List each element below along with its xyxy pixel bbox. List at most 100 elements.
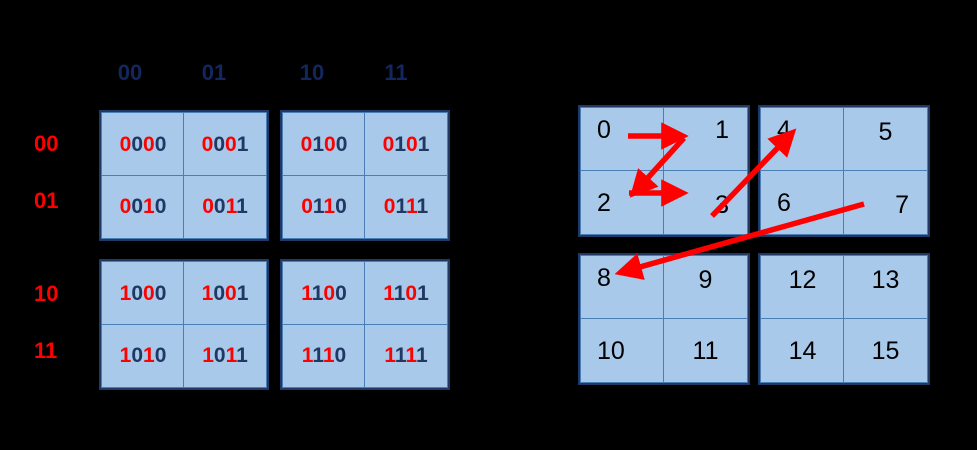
binary-digit: 1: [394, 344, 406, 368]
index-block-top-right: 4 5 6 7: [758, 105, 930, 237]
binary-cell[interactable]: 1011: [183, 323, 267, 388]
index-cell[interactable]: 0: [580, 107, 665, 172]
binary-digit: 0: [154, 281, 167, 305]
binary-digit: 0: [154, 195, 167, 219]
index-label-12: 12: [788, 266, 817, 294]
binary-digit: 1: [301, 281, 312, 305]
index-label-2: 2: [597, 189, 611, 217]
binary-digit: 1: [201, 281, 214, 305]
binary-cell[interactable]: 0010: [101, 174, 185, 239]
binary-code-1111: 1111: [384, 345, 427, 366]
binary-digit: 0: [300, 132, 313, 156]
index-cell[interactable]: 10: [580, 318, 665, 383]
binary-digit: 0: [213, 132, 225, 156]
binary-cell[interactable]: 0000: [101, 112, 185, 177]
binary-cell[interactable]: 1001: [183, 261, 267, 326]
binary-code-0110: 0110: [301, 196, 347, 217]
row-header-3: 11: [34, 338, 58, 363]
binary-digit: 0: [131, 281, 143, 305]
binary-code-1110: 1110: [302, 345, 346, 366]
binary-cell[interactable]: 1101: [364, 261, 448, 326]
binary-digit: 0: [335, 281, 347, 305]
binary-cell[interactable]: 0001: [183, 112, 267, 177]
binary-cell[interactable]: 0101: [364, 112, 448, 177]
binary-cell[interactable]: 1111: [364, 323, 448, 388]
binary-digit: 1: [405, 344, 416, 368]
index-label-6: 6: [777, 189, 791, 217]
binary-cell[interactable]: 0011: [183, 174, 267, 239]
binary-digit: 1: [312, 195, 324, 219]
index-block-bottom-left: 8 9 10 11: [578, 253, 750, 385]
binary-code-0100: 0100: [301, 134, 348, 155]
binary-digit: 0: [213, 195, 226, 219]
binary-digit: 1: [202, 344, 214, 368]
index-cell[interactable]: 1: [663, 107, 748, 172]
index-cell[interactable]: 12: [760, 255, 845, 320]
index-label-4: 4: [777, 116, 791, 144]
binary-cell[interactable]: 0100: [282, 112, 366, 177]
index-cell[interactable]: 6: [760, 170, 845, 235]
binary-digit: 0: [131, 344, 143, 368]
index-cell[interactable]: 3: [663, 170, 748, 235]
binary-digit: 0: [406, 132, 418, 156]
binary-code-0000: 0000: [120, 134, 167, 155]
binary-digit: 0: [225, 281, 237, 305]
binary-code-0011: 0011: [202, 196, 248, 217]
binary-digit: 1: [384, 344, 395, 368]
binary-digit: 1: [415, 344, 428, 368]
binary-digit: 1: [236, 281, 249, 305]
binary-digit: 0: [335, 195, 347, 219]
binary-code-0101: 0101: [383, 134, 430, 155]
binary-code-1100: 1100: [301, 283, 347, 304]
binary-digit: 1: [236, 132, 249, 156]
binary-digit: 0: [301, 195, 313, 219]
binary-digit: 0: [405, 281, 418, 305]
binary-digit: 1: [383, 281, 394, 305]
binary-cell[interactable]: 1100: [282, 261, 366, 326]
index-label-1: 1: [715, 116, 729, 144]
binary-digit: 0: [334, 344, 347, 368]
binary-code-1001: 1001: [202, 283, 249, 304]
binary-cell[interactable]: 1000: [101, 261, 185, 326]
binary-cell[interactable]: 1110: [282, 323, 366, 388]
index-label-0: 0: [597, 116, 611, 144]
row-header-1: 01: [34, 188, 59, 213]
index-cell[interactable]: 7: [843, 170, 928, 235]
binary-code-1011: 1011: [202, 345, 248, 366]
binary-code-1000: 1000: [120, 283, 167, 304]
index-cell[interactable]: 14: [760, 318, 845, 383]
binary-digit: 0: [213, 281, 225, 305]
binary-digit: 1: [236, 195, 248, 219]
index-cell[interactable]: 9: [663, 255, 748, 320]
binary-block-top-left: 0000 0001 0010 0011: [99, 110, 269, 241]
binary-code-1101: 1101: [383, 283, 429, 304]
binary-cell[interactable]: 1010: [101, 323, 185, 388]
index-label-7: 7: [895, 191, 909, 219]
binary-code-0001: 0001: [202, 134, 249, 155]
column-header-3: 11: [384, 60, 408, 85]
index-label-10: 10: [597, 337, 625, 365]
binary-digit: 0: [335, 132, 348, 156]
binary-code-0010: 0010: [120, 196, 167, 217]
index-label-8: 8: [597, 264, 611, 292]
binary-block-top-right: 0100 0101 0110 0111: [280, 110, 450, 241]
binary-digit: 1: [143, 344, 155, 368]
binary-cell[interactable]: 0110: [282, 174, 366, 239]
binary-digit: 0: [119, 195, 132, 219]
binary-digit: 1: [417, 281, 429, 305]
index-cell[interactable]: 4: [760, 107, 845, 172]
index-label-11: 11: [692, 337, 719, 365]
index-cell[interactable]: 5: [843, 107, 928, 172]
index-label-13: 13: [871, 266, 900, 294]
binary-code-1010: 1010: [120, 345, 167, 366]
index-label-3: 3: [715, 191, 729, 219]
binary-cell[interactable]: 0111: [364, 174, 448, 239]
index-label-9: 9: [698, 266, 713, 294]
index-cell[interactable]: 11: [663, 318, 748, 383]
index-cell[interactable]: 8: [580, 255, 665, 320]
index-cell[interactable]: 2: [580, 170, 665, 235]
binary-digit: 1: [323, 195, 336, 219]
index-cell[interactable]: 15: [843, 318, 928, 383]
index-cell[interactable]: 13: [843, 255, 928, 320]
